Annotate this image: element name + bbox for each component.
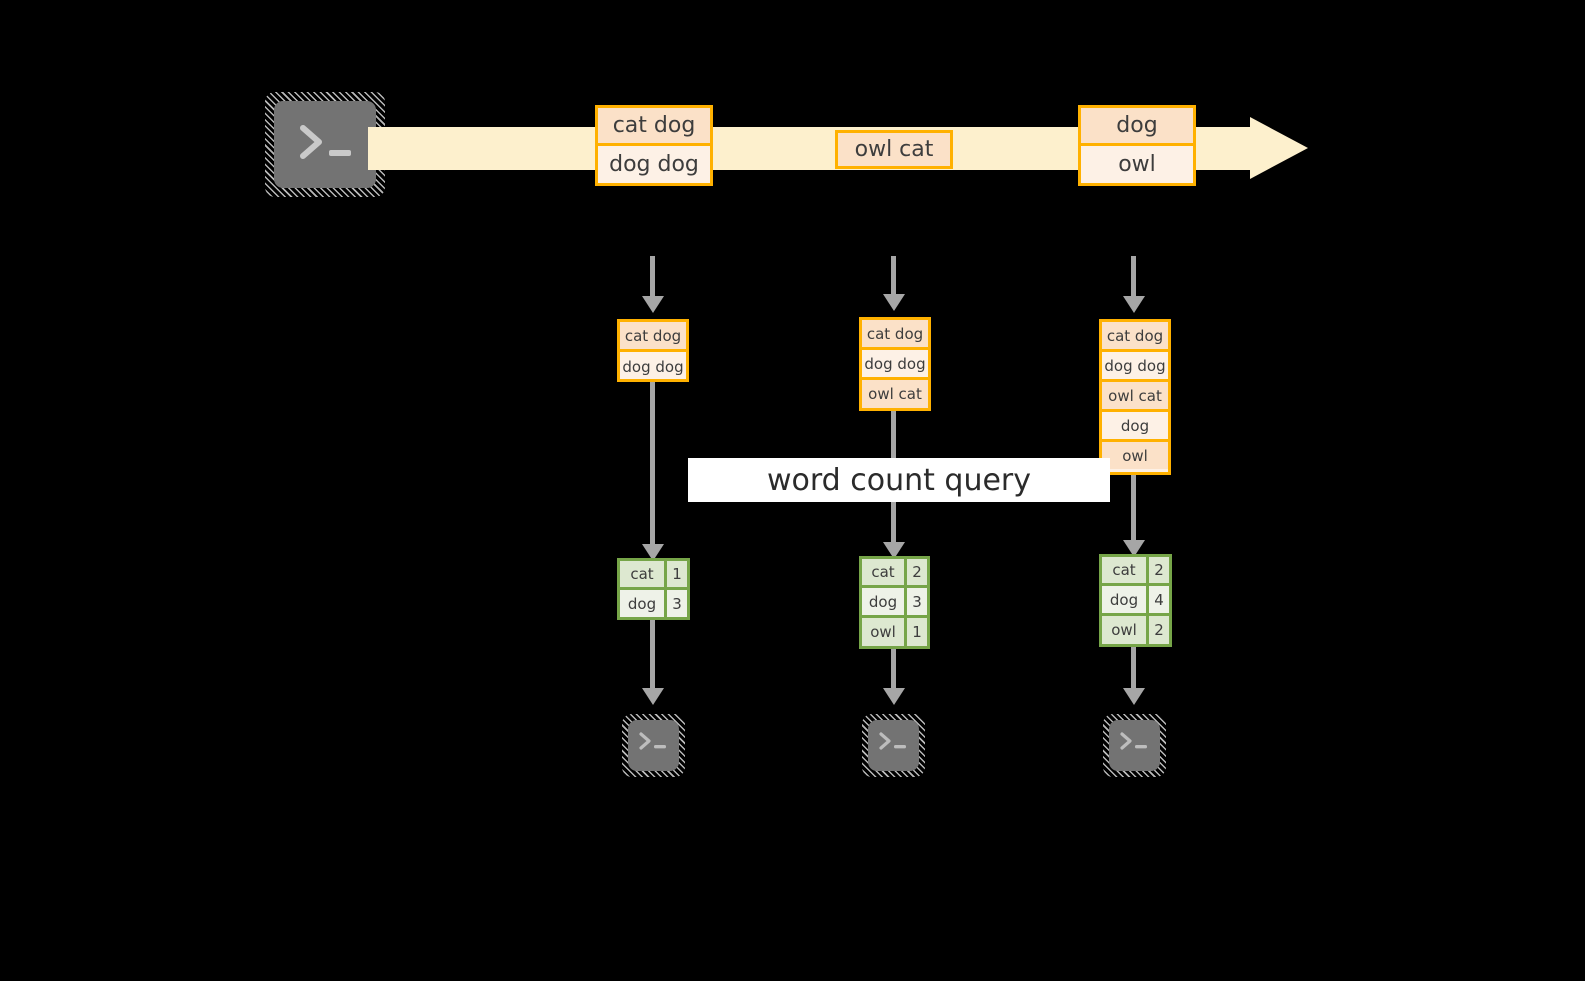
- column-2-sink-arrowhead: [883, 688, 905, 705]
- terminal-face: [1109, 720, 1160, 771]
- stream-batch-3: dog owl: [1078, 105, 1196, 186]
- input-row: dog dog: [620, 349, 686, 379]
- column-3-sink-arrowhead: [1123, 688, 1145, 705]
- column-2-sink-terminal-icon: [862, 714, 925, 777]
- column-3-query-arrowhead: [1123, 540, 1145, 557]
- result-row: dog 4: [1102, 583, 1169, 613]
- result-row: cat 1: [620, 561, 687, 587]
- stream-batch-line: cat dog: [598, 108, 710, 143]
- result-row: cat 2: [862, 559, 927, 585]
- input-row: owl: [1102, 439, 1168, 469]
- terminal-prompt-icon: [879, 732, 906, 750]
- result-word: owl: [862, 618, 904, 646]
- stream-batch-line: dog: [1081, 108, 1193, 143]
- column-1-query-arrowhead: [642, 544, 664, 561]
- input-row: dog: [1102, 409, 1168, 439]
- column-1-query-connector: [650, 382, 655, 550]
- result-word: cat: [862, 559, 904, 585]
- result-word: owl: [1102, 616, 1146, 644]
- column-2-ingest-arrowhead: [883, 294, 905, 311]
- column-1-sink-arrowhead: [642, 688, 664, 705]
- result-word: cat: [1102, 557, 1146, 583]
- column-1-input-table: cat dog dog dog: [617, 319, 689, 382]
- terminal-prompt-icon: [1120, 732, 1147, 750]
- terminal-face: [628, 720, 679, 771]
- input-row: owl cat: [862, 377, 928, 408]
- column-1-ingest-connector: [650, 256, 655, 302]
- result-word: cat: [620, 561, 664, 587]
- column-1-sink-connector: [650, 620, 655, 692]
- input-row: cat dog: [620, 322, 686, 349]
- result-word: dog: [620, 590, 664, 617]
- terminal-prompt-icon: [639, 732, 666, 750]
- stream-batch-line: dog dog: [598, 143, 710, 183]
- terminal-face: [868, 720, 919, 771]
- result-count: 1: [904, 618, 927, 646]
- result-count: 3: [904, 588, 927, 615]
- stream-batch-line: owl cat: [838, 133, 950, 166]
- result-row: dog 3: [862, 585, 927, 615]
- result-row: owl 1: [862, 615, 927, 646]
- query-label: word count query: [688, 458, 1110, 502]
- stream-batch-1: cat dog dog dog: [595, 105, 713, 186]
- result-count: 1: [664, 561, 687, 587]
- result-count: 2: [1146, 557, 1169, 583]
- result-word: dog: [1102, 586, 1146, 613]
- column-2-result-table: cat 2 dog 3 owl 1: [859, 556, 930, 649]
- result-count: 2: [904, 559, 927, 585]
- column-2-sink-connector: [891, 649, 896, 693]
- column-3-ingest-arrowhead: [1123, 296, 1145, 313]
- column-1-ingest-arrowhead: [642, 296, 664, 313]
- input-row: cat dog: [1102, 322, 1168, 349]
- input-row: owl cat: [1102, 379, 1168, 409]
- column-3-ingest-connector: [1131, 256, 1136, 302]
- stream-batch-line: owl: [1081, 143, 1193, 183]
- stream-band-arrowhead: [1250, 117, 1308, 179]
- result-row: cat 2: [1102, 557, 1169, 583]
- input-row: dog dog: [1102, 349, 1168, 379]
- column-3-query-connector: [1131, 475, 1136, 547]
- stream-batch-2: owl cat: [835, 130, 953, 169]
- column-1-result-table: cat 1 dog 3: [617, 558, 690, 620]
- column-3-sink-terminal-icon: [1103, 714, 1166, 777]
- column-2-input-table: cat dog dog dog owl cat: [859, 317, 931, 411]
- column-2-query-arrowhead: [883, 542, 905, 559]
- column-3-input-table: cat dog dog dog owl cat dog owl: [1099, 319, 1171, 475]
- result-count: 4: [1146, 586, 1169, 613]
- terminal-prompt-icon: [300, 125, 351, 159]
- result-count: 2: [1146, 616, 1169, 644]
- column-2-ingest-connector: [891, 256, 896, 300]
- result-row: owl 2: [1102, 613, 1169, 644]
- result-row: dog 3: [620, 587, 687, 617]
- input-row: cat dog: [862, 320, 928, 347]
- terminal-face: [274, 101, 376, 188]
- input-row: dog dog: [862, 347, 928, 377]
- result-count: 3: [664, 590, 687, 617]
- result-word: dog: [862, 588, 904, 615]
- column-3-sink-connector: [1131, 647, 1136, 693]
- source-terminal-icon: [265, 92, 385, 197]
- column-1-sink-terminal-icon: [622, 714, 685, 777]
- column-3-result-table: cat 2 dog 4 owl 2: [1099, 554, 1172, 647]
